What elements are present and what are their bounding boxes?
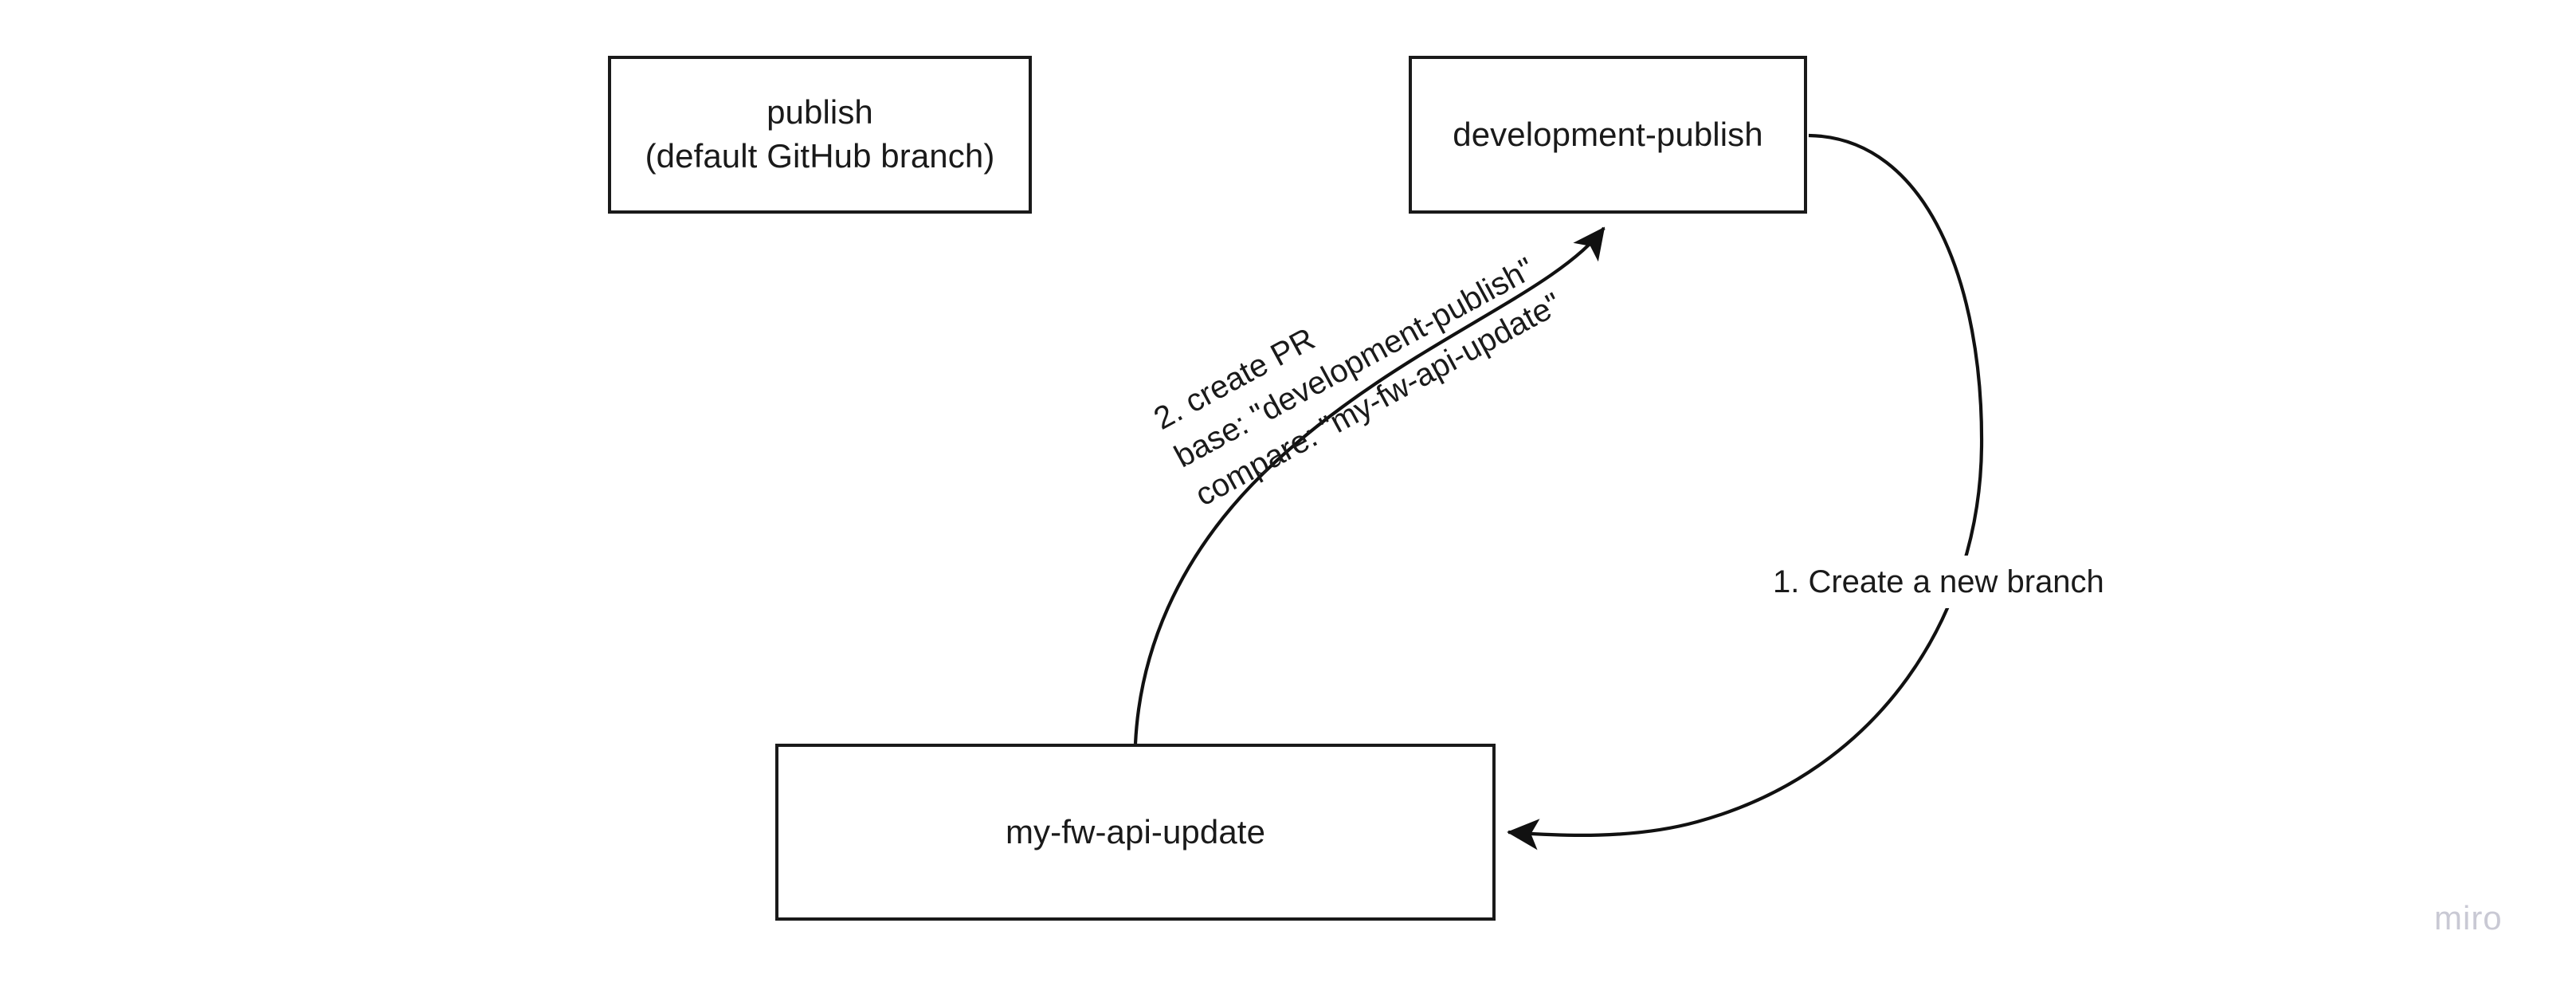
node-development-publish-label: development-publish <box>1453 115 1763 153</box>
node-publish-label: publish (default GitHub branch) <box>645 93 995 175</box>
edge-label-create-branch: 1. Create a new branch <box>1763 556 2114 609</box>
node-my-fw-api-update-label: my-fw-api-update <box>1005 812 1266 850</box>
edge-create-pr-path <box>1133 226 1606 744</box>
edge-create-branch-path <box>1507 133 1984 850</box>
node-publish[interactable]: publish (default GitHub branch) <box>608 56 1032 214</box>
miro-watermark: miro <box>2434 899 2503 937</box>
node-my-fw-api-update[interactable]: my-fw-api-update <box>775 744 1496 921</box>
node-development-publish[interactable]: development-publish <box>1409 56 1807 214</box>
